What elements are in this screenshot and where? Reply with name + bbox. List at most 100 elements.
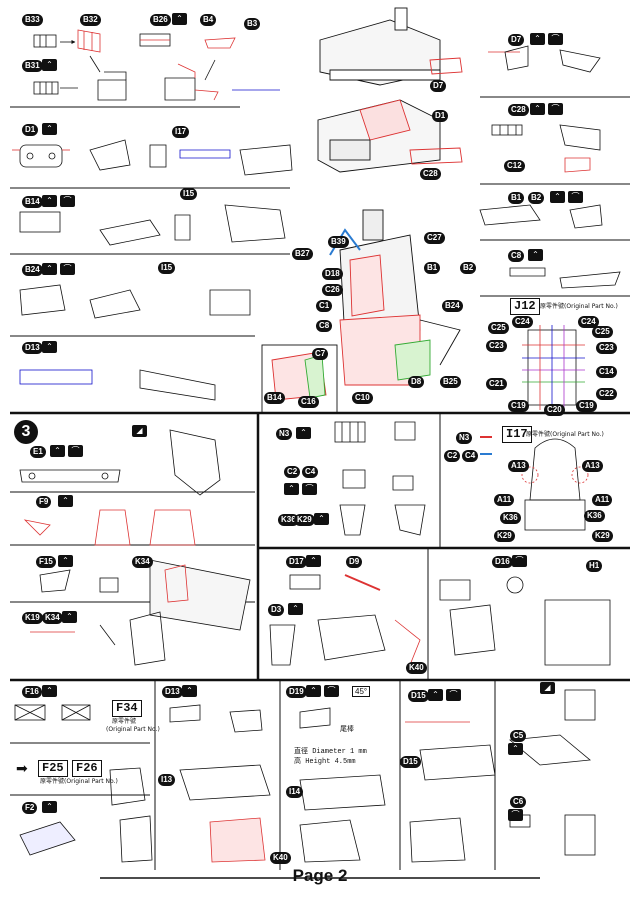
part-label-c26: C26 xyxy=(322,284,343,296)
bend-icon: ⌃ xyxy=(314,513,329,525)
part-label-d18: D18 xyxy=(322,268,343,280)
part-label-k36: K36 xyxy=(278,514,299,526)
part-label-b3: B3 xyxy=(244,18,261,30)
bend-icon: ⌃ xyxy=(42,801,57,813)
part-label-c23-right: C23 xyxy=(596,342,617,354)
bend-icon: ⌃ xyxy=(508,743,523,755)
part-label-k40: K40 xyxy=(406,662,427,674)
part-label-k36-right: K36 xyxy=(584,510,605,522)
part-label-b2-callout: B2 xyxy=(460,262,477,274)
ref-note-f25: 原零件號(Original Part No.) xyxy=(40,778,118,785)
part-label-c27: C27 xyxy=(424,232,445,244)
height-note: 高 Height 4.5mm xyxy=(294,758,356,766)
part-label-d7-callout: D7 xyxy=(430,80,447,92)
ref-note-f34-cn: 原零件號 xyxy=(112,718,137,725)
part-label-c10: C10 xyxy=(352,392,373,404)
part-label-c24-right: C24 xyxy=(578,316,599,328)
part-label-b39: B39 xyxy=(328,236,349,248)
ref-note-j12: 原零件號(Original Part No.) xyxy=(540,303,618,310)
bend-icon: ⌃ xyxy=(42,263,57,275)
part-label-f9: F9 xyxy=(36,496,52,508)
bend-icon: ⌃ xyxy=(42,59,57,71)
bend-icon: ⌃ xyxy=(58,555,73,567)
part-label-c16: C16 xyxy=(298,396,319,408)
part-label-c24: C24 xyxy=(512,316,533,328)
part-label-n3-legend: N3 xyxy=(456,432,473,444)
curve-icon: ⌒ xyxy=(568,191,583,203)
part-label-c23: C23 xyxy=(486,340,507,352)
part-label-c25: C25 xyxy=(488,322,509,334)
part-label-k19: K19 xyxy=(22,612,43,624)
ref-part-i17: I17 xyxy=(502,426,532,443)
curve-icon: ⌒ xyxy=(302,483,317,495)
bend-icon: ⌃ xyxy=(42,195,57,207)
ref-part-f34: F34 xyxy=(112,700,142,717)
part-label-d15-second: D15 xyxy=(400,756,421,768)
ref-part-f26: F26 xyxy=(72,760,102,777)
part-label-n3: N3 xyxy=(276,428,293,440)
part-label-b31: B31 xyxy=(22,60,43,72)
part-label-c25-right: C25 xyxy=(592,326,613,338)
part-label-c20: C20 xyxy=(544,404,565,416)
bend-icon: ⌃ xyxy=(288,603,303,615)
part-label-d13: D13 xyxy=(22,342,43,354)
part-label-c2-legend: C2 xyxy=(444,450,461,462)
part-label-d1-callout: D1 xyxy=(432,110,449,122)
part-label-b14-callout: B14 xyxy=(264,392,285,404)
part-label-i17: I17 xyxy=(172,126,190,138)
part-label-c28-callout: C28 xyxy=(420,168,441,180)
part-label-k34-second: K34 xyxy=(42,612,63,624)
bend-icon: ⌃ xyxy=(550,191,565,203)
angle-45-badge: 45° xyxy=(352,686,371,697)
bend-icon: ⌃ xyxy=(182,685,197,697)
part-label-k29-left: K29 xyxy=(494,530,515,542)
part-label-b4: B4 xyxy=(200,14,217,26)
bend-icon: ⌃ xyxy=(306,555,321,567)
part-label-d17: D17 xyxy=(286,556,307,568)
part-label-d8: D8 xyxy=(408,376,425,388)
part-label-d15: D15 xyxy=(408,690,429,702)
part-label-b32: B32 xyxy=(80,14,101,26)
part-label-a13-right: A13 xyxy=(582,460,603,472)
part-label-b33: B33 xyxy=(22,14,43,26)
curve-icon: ⌒ xyxy=(508,809,523,821)
bend-icon: ⌃ xyxy=(306,685,321,697)
part-label-c19: C19 xyxy=(508,400,529,412)
bend-icon: ⌃ xyxy=(528,249,543,261)
ref-part-f25: F25 xyxy=(38,760,68,777)
bend-icon: ⌃ xyxy=(530,103,545,115)
part-label-f15: F15 xyxy=(36,556,56,568)
part-label-b25: B25 xyxy=(440,376,461,388)
part-label-k29: K29 xyxy=(294,514,315,526)
part-label-b24: B24 xyxy=(22,264,43,276)
arrow-right-icon: ➡ xyxy=(16,760,28,776)
part-label-b1: B1 xyxy=(508,192,525,204)
part-label-b27: B27 xyxy=(292,248,313,260)
ref-note-i17: 原零件號(Original Part No.) xyxy=(526,431,604,438)
bend-icon: ⌃ xyxy=(42,123,57,135)
bend-icon: ⌃ xyxy=(58,495,73,507)
bend-icon: ⌃ xyxy=(428,689,443,701)
part-label-c4-legend: C4 xyxy=(462,450,479,462)
tail-rod-label-cn: 尾棒 xyxy=(340,725,354,733)
part-label-c19-right: C19 xyxy=(576,400,597,412)
part-label-i14: I14 xyxy=(286,786,304,798)
bend-icon: ⌃ xyxy=(296,427,311,439)
ref-part-j12: J12 xyxy=(510,298,540,315)
part-label-a11-right: A11 xyxy=(592,494,613,506)
curve-icon: ⌒ xyxy=(548,103,563,115)
diameter-note: 直徑 Diameter 1 mm xyxy=(294,748,367,756)
bend-icon: ⌃ xyxy=(42,685,57,697)
part-label-h1: H1 xyxy=(586,560,603,572)
part-label-d16: D16 xyxy=(492,556,513,568)
part-label-f2: F2 xyxy=(22,802,38,814)
part-label-k40-bottom: K40 xyxy=(270,852,291,864)
part-label-c8: C8 xyxy=(508,250,525,262)
part-label-d13-bottom: D13 xyxy=(162,686,183,698)
bend-icon: ⌃ xyxy=(62,611,77,623)
part-label-k36-left: K36 xyxy=(500,512,521,524)
part-label-c8-callout: C8 xyxy=(316,320,333,332)
part-label-i13: I13 xyxy=(158,774,176,786)
